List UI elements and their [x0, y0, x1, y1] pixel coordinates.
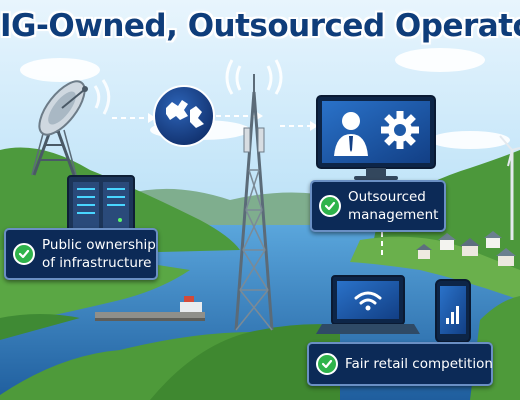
card-line: management: [348, 207, 439, 223]
connectors: [112, 115, 383, 258]
public-ownership-text: Public ownership of infrastructure: [42, 236, 156, 272]
server-rack-icon: [67, 175, 135, 233]
card-line: Fair retail competition: [345, 356, 493, 372]
outsourced-management-card: Outsourced management: [310, 180, 446, 232]
checkmark-icon: [319, 195, 341, 217]
smartphone-signal-icon: [435, 279, 471, 343]
card-line: Public ownership: [42, 237, 156, 253]
pier: [95, 296, 205, 321]
fair-retail-card: Fair retail competition: [307, 342, 493, 386]
laptop-wifi-icon: [316, 275, 420, 334]
gear-icon: [381, 111, 419, 149]
card-line: of infrastructure: [42, 255, 152, 271]
wind-turbine-icon: [499, 135, 520, 240]
outsourced-management-text: Outsourced management: [348, 188, 438, 224]
public-ownership-card: Public ownership of infrastructure: [4, 228, 158, 280]
page-title: IG-Owned, Outsourced Operator: [0, 8, 520, 44]
checkmark-icon: [316, 353, 338, 375]
checkmark-icon: [13, 243, 35, 265]
card-line: Outsourced: [348, 189, 426, 205]
cell-tower-icon: [225, 59, 283, 331]
manager-monitor-icon: [316, 95, 436, 180]
satellite-dish-icon: [31, 79, 111, 176]
fair-retail-text: Fair retail competition: [345, 355, 493, 373]
village: [416, 231, 516, 266]
islands-map-icon: [153, 85, 215, 147]
